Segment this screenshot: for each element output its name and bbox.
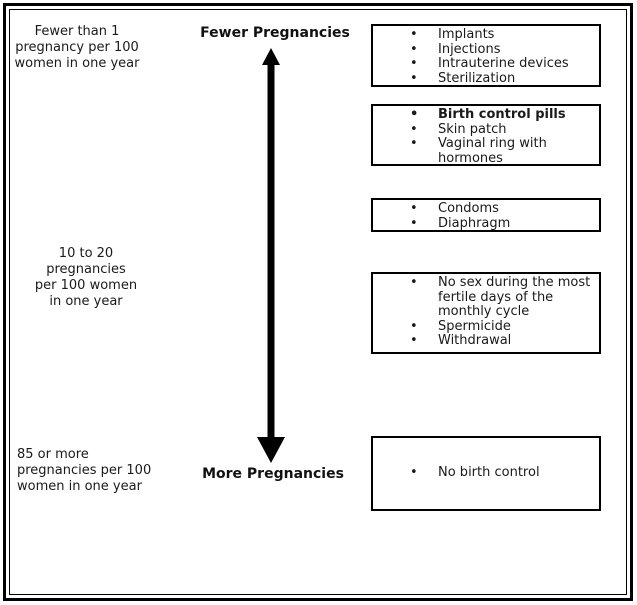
method-list: No birth control <box>373 466 599 481</box>
method-item: Vaginal ring with hormones <box>373 136 599 166</box>
method-item: Condoms <box>373 201 599 217</box>
method-box-pills-group: Birth control pillsSkin patchVaginal rin… <box>371 104 601 166</box>
rate-label-middle-pregnancies: 10 to 20 pregnancies per 100 women in on… <box>34 246 138 309</box>
method-box-no-birth-control: No birth control <box>371 436 601 511</box>
method-item: Sterilization <box>373 71 599 87</box>
method-item: Skin patch <box>373 122 599 138</box>
method-box-implants-group: ImplantsInjectionsIntrauterine devicesSt… <box>371 24 601 87</box>
method-item: No sex during the most fertile days of t… <box>373 275 599 320</box>
method-box-behavioral-group: No sex during the most fertile days of t… <box>371 272 601 354</box>
inner-border: Fewer than 1 pregnancy per 100 women in … <box>9 9 627 595</box>
outer-border: Fewer than 1 pregnancy per 100 women in … <box>3 3 633 601</box>
method-list: ImplantsInjectionsIntrauterine devicesSt… <box>373 26 599 86</box>
method-box-barrier-group: CondomsDiaphragm <box>371 198 601 232</box>
method-item: Implants <box>373 27 599 43</box>
method-list: CondomsDiaphragm <box>373 200 599 231</box>
rate-label-fewest-pregnancies: Fewer than 1 pregnancy per 100 women in … <box>14 24 140 71</box>
method-item: No birth control <box>373 466 599 481</box>
method-item: Withdrawal <box>373 333 599 349</box>
method-item: Birth control pills <box>373 107 599 123</box>
double-arrow-icon <box>257 48 285 463</box>
method-item: Injections <box>373 42 599 58</box>
method-item: Diaphragm <box>373 216 599 232</box>
method-item: Intrauterine devices <box>373 56 599 72</box>
fewer-pregnancies-heading: Fewer Pregnancies <box>200 25 350 41</box>
rate-label-most-pregnancies: 85 or more pregnancies per 100 women in … <box>17 447 152 494</box>
method-item: Spermicide <box>373 319 599 335</box>
more-pregnancies-heading: More Pregnancies <box>202 466 344 482</box>
method-list: No sex during the most fertile days of t… <box>373 274 599 349</box>
method-list: Birth control pillsSkin patchVaginal rin… <box>373 106 599 166</box>
